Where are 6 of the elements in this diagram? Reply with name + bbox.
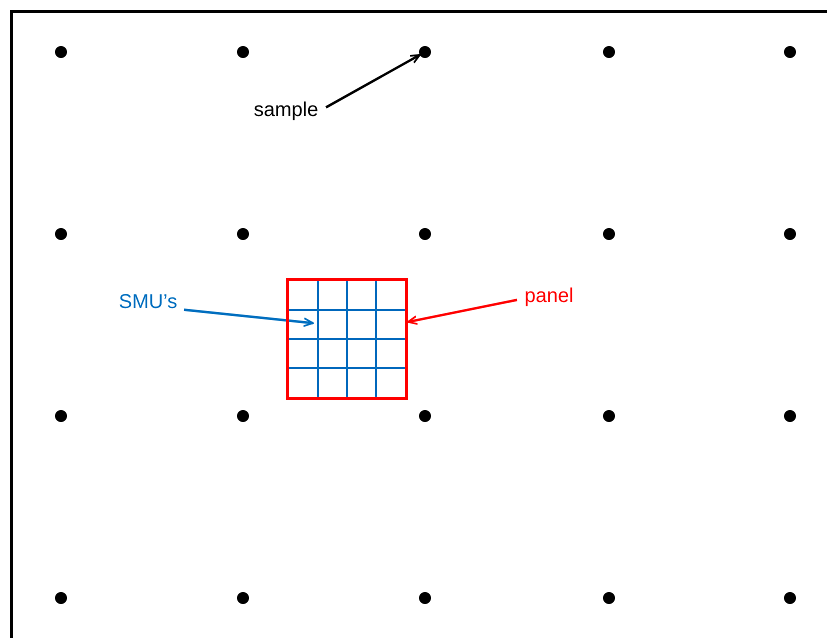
callout-label: SMU’s (118, 292, 178, 312)
arrow (184, 308, 314, 328)
callout-label: panel (524, 286, 574, 306)
callout-label: sample (254, 100, 318, 120)
arrow (325, 54, 421, 108)
arrow (407, 298, 518, 325)
